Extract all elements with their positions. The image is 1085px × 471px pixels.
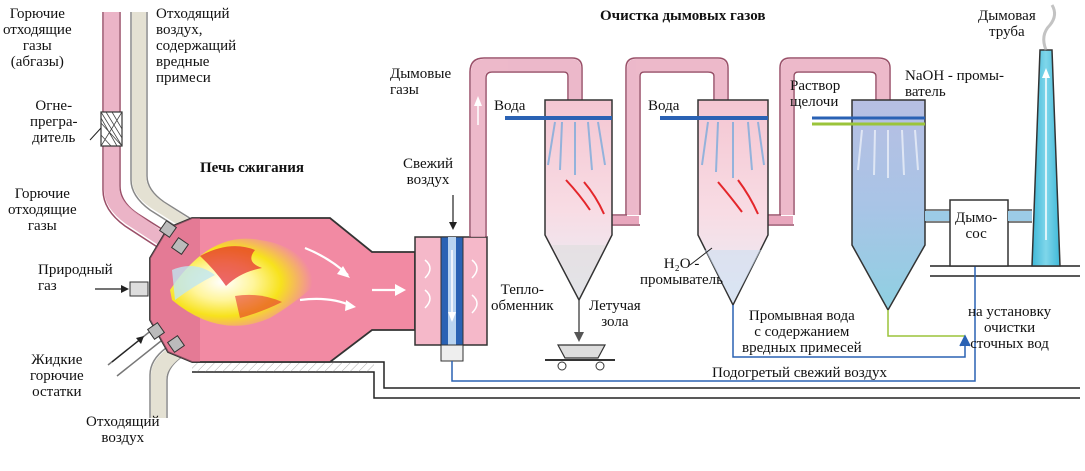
- pointer-lines: [89, 127, 713, 266]
- scrubber-3: [812, 99, 926, 312]
- waste-gas-pipe: [100, 12, 177, 253]
- naoh-scrubber-label: NaOH - промы- ватель: [905, 68, 1004, 100]
- inlet-arrows: [95, 195, 457, 363]
- chimney: [1031, 4, 1061, 267]
- water-label-1: Вода: [494, 98, 526, 114]
- fresh-air-label: Свежий воздух: [403, 156, 454, 188]
- fly-ash-label: Летучая зола: [589, 298, 641, 330]
- flue-gas-duct-fill: [471, 59, 889, 237]
- ash-cart: [545, 300, 615, 371]
- heated-air-label: Подогретый свежий воздух: [712, 365, 887, 381]
- heat-exchanger: [414, 236, 488, 362]
- waste-air-bottom-label: Отходящий воздух: [86, 414, 160, 446]
- water-label-2: Вода: [648, 98, 680, 114]
- heat-exchanger-label: Тепло- обменник: [491, 282, 554, 314]
- flue-gas-duct: [469, 57, 891, 237]
- combustible-waste-gases-mid-label: Горючие отходящие газы: [8, 186, 77, 234]
- scrubber-links: [612, 214, 794, 226]
- alkali-solution-label: Раствор щелочи: [790, 78, 841, 110]
- natural-gas-label: Природный газ: [38, 262, 113, 294]
- flue-gases-label: Дымовые газы: [390, 66, 452, 98]
- waste-air-harmful-label: Отходящий воздух, содержащий вредные при…: [156, 6, 237, 86]
- chimney-label: Дымовая труба: [978, 8, 1036, 40]
- exhauster: [925, 199, 1032, 267]
- exhauster-label: Дымо- сос: [955, 210, 998, 242]
- waste-air-pipe: [130, 12, 197, 235]
- liquid-residues-label: Жидкие горючие остатки: [30, 352, 84, 400]
- wash-water-lines: [732, 305, 971, 358]
- to-treatment-label: на установку очистки сточных вод: [968, 304, 1052, 352]
- scrubber-1: [505, 99, 613, 302]
- furnace-label: Печь сжигания: [200, 160, 304, 176]
- flame-arrester-label: Огне- прегра- дитель: [30, 98, 78, 146]
- wash-water-label: Промывная вода с содержанием вредных при…: [742, 308, 862, 356]
- furnace: [129, 217, 416, 363]
- h2o-scrubber-label: H₂O - промыватель: [640, 256, 724, 288]
- flue-arrows: [474, 96, 482, 125]
- scrubber-2: [660, 99, 769, 307]
- combustible-waste-gases-label: Горючие отходящие газы (абгазы): [3, 6, 72, 70]
- flue-gas-cleaning-title: Очистка дымовых газов: [600, 8, 766, 24]
